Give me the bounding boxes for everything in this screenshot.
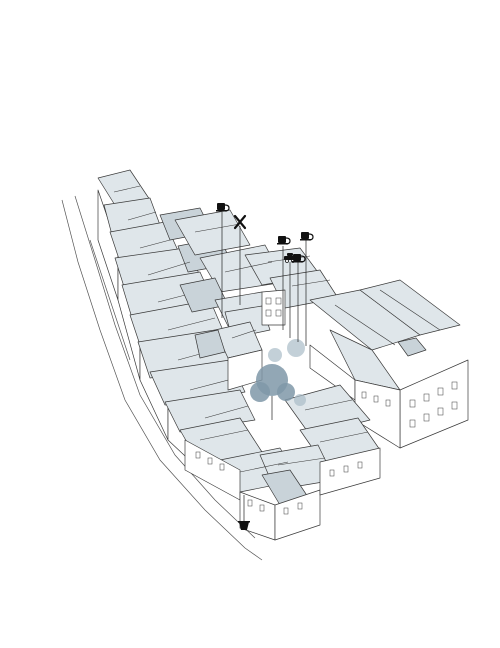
coffee-icon [216, 203, 230, 212]
coffee-icon [292, 254, 306, 263]
coffee-icon [277, 236, 291, 245]
icon-pins [221, 212, 307, 522]
knife-fork-icon [233, 214, 247, 230]
coffee-icon [300, 232, 314, 241]
cup-icon [238, 521, 250, 530]
building-block-east [309, 279, 469, 449]
street-lines [61, 195, 263, 561]
icon-layer [216, 203, 314, 530]
courtyard-trees [250, 339, 306, 420]
building-block-south [179, 384, 381, 541]
